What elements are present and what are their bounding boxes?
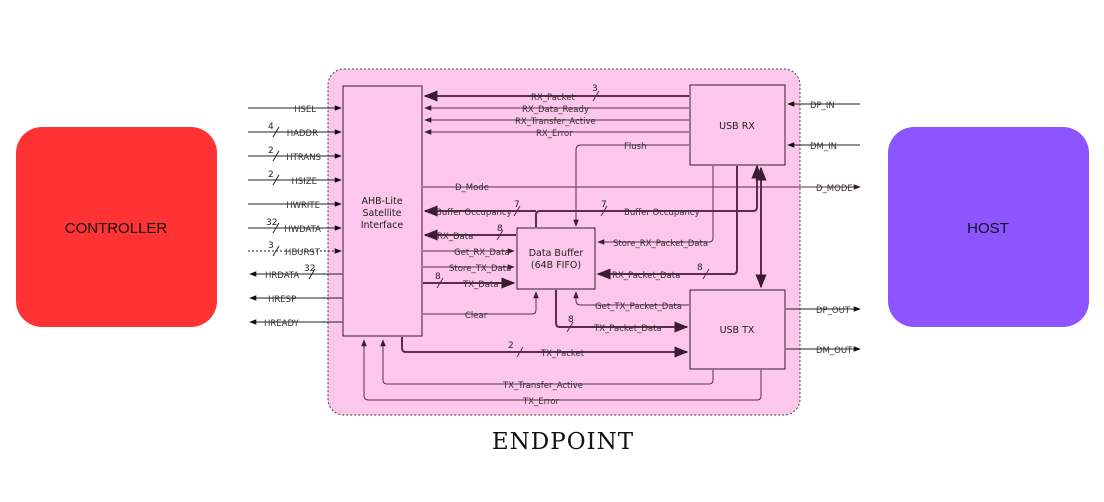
buffer-label-2: (64B FIFO) — [531, 260, 581, 271]
port-hwrite: HWRITE — [286, 201, 320, 211]
usb-rx-block — [689, 84, 786, 166]
ahb-lite-interface-block — [342, 85, 423, 337]
slash-rx-packet-data — [702, 268, 710, 280]
ahb-bus-slashes — [272, 126, 316, 280]
sig-store-tx-data: Store_TX_Data — [449, 264, 511, 274]
port-hready: HREADY — [264, 319, 300, 329]
sig-tx-transfer-active: TX_Transfer_Active — [502, 381, 583, 391]
port-hsel: HSEL — [294, 105, 316, 115]
sig-buffer-occupancy-right: Buffer Occupancy — [624, 208, 700, 218]
usb-tx-block — [689, 289, 786, 370]
store-rx-packet-data-wire — [597, 166, 714, 245]
ahb-label-2: Satellite — [363, 208, 402, 219]
sig-get-rx-data: Get_RX_Data — [454, 248, 510, 258]
buffer-label-1: Data Buffer — [529, 248, 584, 259]
slash-occ-left — [513, 205, 521, 217]
port-d-mode: D_MODE — [816, 184, 853, 194]
sig-store-rx-packet-data: Store_RX_Packet_Data — [613, 239, 708, 249]
slash-occ-right — [600, 205, 608, 217]
port-hsize: HSIZE — [292, 177, 318, 187]
sig-d-mode: D_Mode — [455, 183, 489, 193]
sig-buffer-occupancy-left: Buffer Occupancy — [436, 208, 512, 218]
sig-tx-error: TX_Error — [522, 397, 559, 407]
usb-tx-label: USB TX — [720, 325, 755, 336]
endpoint-caption: ENDPOINT — [492, 429, 634, 455]
controller-block — [16, 127, 217, 327]
rx-status-wires — [423, 90, 689, 135]
port-hresp: HRESP — [268, 295, 296, 305]
host-label: HOST — [967, 220, 1009, 237]
width-hsize: 2 — [268, 170, 274, 180]
slash-tx-packet-data — [566, 321, 574, 333]
width-haddr: 4 — [268, 122, 274, 132]
flush-wire — [573, 144, 689, 227]
port-dm-out: DM_OUT — [816, 346, 853, 356]
tx-error-wire — [361, 339, 762, 401]
get-tx-packet-data-wire — [573, 291, 689, 306]
controller-label: CONTROLLER — [65, 220, 168, 237]
width-hburst: 3 — [268, 241, 274, 251]
sig-rx-data: RX_Data — [437, 232, 473, 242]
width-tx-data: 8 — [435, 272, 441, 282]
port-dm-in: DM_IN — [810, 142, 837, 152]
sig-rx-packet: RX_Packet — [531, 93, 575, 103]
sig-tx-data: TX_Data — [462, 280, 499, 290]
sig-rx-data-ready: RX_Data_Ready — [522, 105, 589, 115]
tx-packet-wire — [401, 337, 689, 358]
usb-rx-label: USB RX — [719, 121, 755, 132]
width-buffer-occupancy-right: 7 — [601, 200, 607, 210]
width-hwdata: 32 — [266, 218, 277, 228]
width-hrdata: 32 — [304, 264, 315, 274]
width-rx-packet-data: 8 — [697, 263, 703, 273]
rx-packet-data-wire — [596, 166, 738, 280]
sig-tx-packet-data: TX_Packet_Data — [593, 324, 662, 334]
port-hrdata: HRDATA — [265, 271, 299, 281]
slash-tx-packet — [516, 346, 524, 358]
width-tx-packet-data: 8 — [568, 315, 574, 325]
width-rx-packet: 3 — [592, 84, 598, 94]
tx-transfer-active-wire — [380, 339, 714, 385]
port-dp-in: DP_IN — [810, 101, 835, 111]
sig-rx-error: RX_Error — [536, 129, 573, 139]
width-rx-data: 8 — [497, 224, 503, 234]
ahb-buffer-wires — [423, 229, 539, 315]
host-block — [888, 127, 1089, 327]
port-htrans: HTRANS — [286, 153, 321, 163]
sig-clear: Clear — [465, 311, 488, 321]
ahb-label-1: AHB-Lite — [361, 196, 402, 207]
ahb-input-wires — [248, 105, 342, 325]
usb-port-wires — [786, 101, 861, 352]
sig-get-tx-packet-data: Get_TX_Packet_Data — [595, 302, 682, 312]
tx-packet-data-wire — [555, 290, 689, 333]
port-haddr: HADDR — [287, 129, 318, 139]
sig-rx-transfer-active: RX_Transfer_Active — [515, 117, 596, 127]
width-htrans: 2 — [268, 146, 274, 156]
port-hburst: HBURST — [285, 248, 321, 258]
data-buffer-block — [516, 227, 596, 290]
sig-rx-packet-data: RX_Packet_Data — [612, 271, 680, 281]
port-hwdata: HWDATA — [284, 225, 321, 235]
port-dp-out: DP_OUT — [816, 306, 851, 316]
width-buffer-occupancy-left: 7 — [514, 200, 520, 210]
ahb-label-3: Interface — [361, 220, 404, 231]
width-tx-packet: 2 — [508, 341, 514, 351]
sig-flush: Flush — [624, 142, 646, 152]
sig-tx-packet: TX_Packet — [540, 349, 585, 359]
